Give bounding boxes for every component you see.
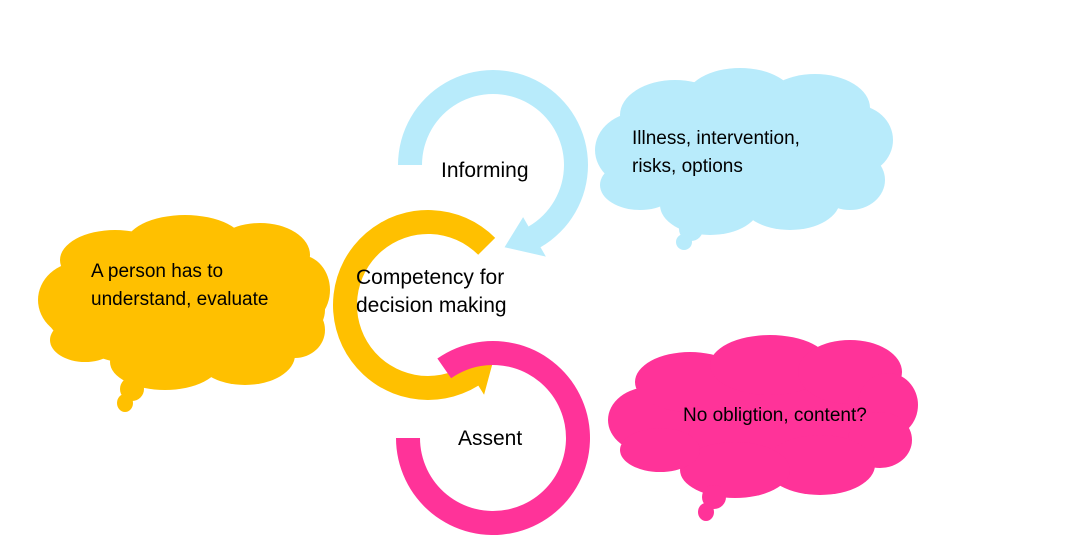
cycle-label-competency-line1: Competency for bbox=[356, 266, 505, 289]
cycle-label-competency: Competency for decision making bbox=[356, 264, 507, 320]
cloud-text-competency-line1: A person has to bbox=[91, 261, 224, 282]
cycle-label-informing: Informing bbox=[441, 159, 529, 182]
cloud-text-competency: A person has to understand, evaluate bbox=[91, 258, 268, 314]
cloud-text-informing-line1: Illness, intervention, bbox=[632, 128, 800, 149]
cloud-assent bbox=[608, 335, 918, 521]
cloud-informing bbox=[595, 68, 893, 250]
cloud-text-assent-line1: No obligtion, content? bbox=[683, 405, 867, 426]
cloud-text-competency-line2: understand, evaluate bbox=[91, 289, 269, 310]
cycle-label-competency-line2: decision making bbox=[356, 294, 507, 317]
cloud-text-informing-line2: risks, options bbox=[632, 156, 743, 177]
cloud-competency bbox=[38, 215, 330, 412]
arc-competency bbox=[333, 210, 496, 400]
cloud-text-informing: Illness, intervention, risks, options bbox=[632, 125, 800, 181]
cycle-label-assent: Assent bbox=[458, 427, 523, 450]
cloud-text-assent: No obligtion, content? bbox=[683, 402, 867, 430]
